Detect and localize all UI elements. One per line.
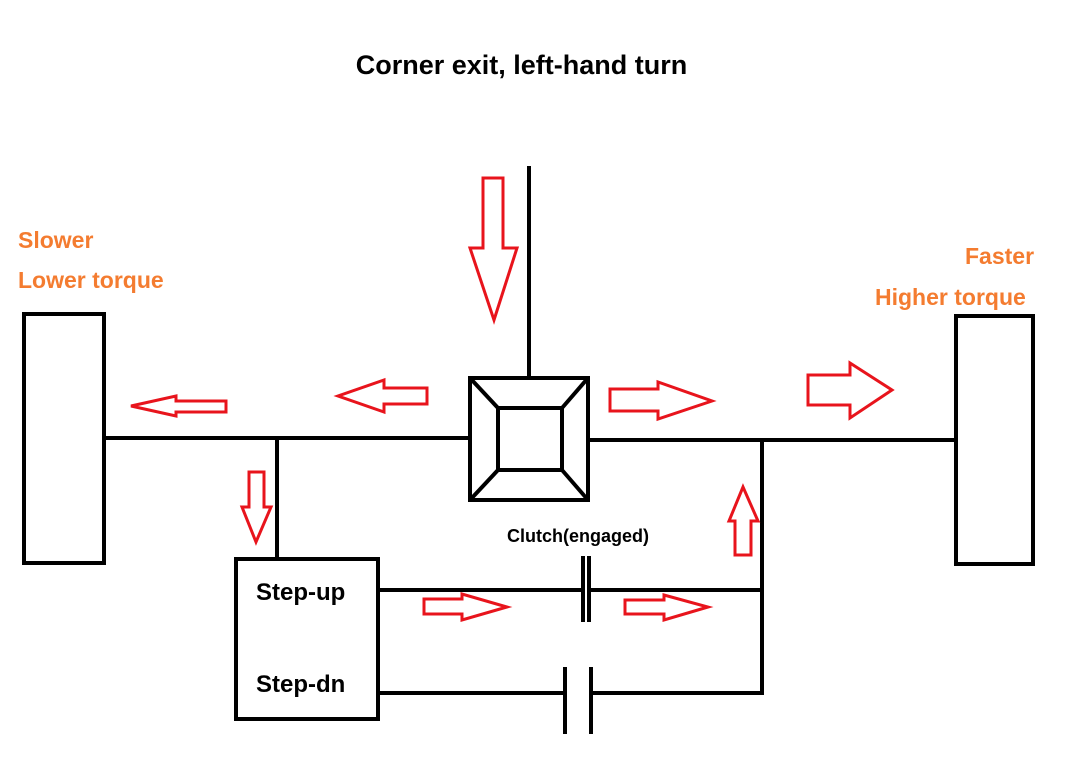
arrow-up-return [726, 483, 761, 557]
clutch-disengaged [563, 667, 593, 734]
arrow-left-axle-outer [130, 394, 228, 418]
step-up-label: Step-up [256, 579, 346, 606]
arrow-right-step-up-2 [623, 593, 714, 623]
arrow-right-step-up-1 [422, 592, 513, 622]
left-wheel-torque-label: Lower torque [18, 267, 164, 293]
step-dn-label: Step-dn [256, 671, 346, 698]
right-wheel-speed-label: Faster [965, 243, 1035, 269]
arrow-down-tap [239, 470, 274, 546]
arrow-right-axle-inner [608, 379, 717, 422]
clutch-label: Clutch(engaged) [507, 526, 649, 546]
left-wheel [22, 312, 106, 565]
arrow-left-axle-inner [333, 377, 429, 415]
arrow-down-input [467, 176, 520, 325]
right-wheel-torque-label: Higher torque [875, 284, 1026, 310]
left-wheel-speed-label: Slower [18, 227, 94, 253]
right-wheel [954, 314, 1035, 566]
arrow-right-axle-outer [806, 360, 895, 421]
clutch-engaged [581, 556, 591, 622]
differential [468, 376, 590, 502]
gearbox [234, 557, 380, 721]
diagram-title: Corner exit, left-hand turn [355, 50, 688, 80]
